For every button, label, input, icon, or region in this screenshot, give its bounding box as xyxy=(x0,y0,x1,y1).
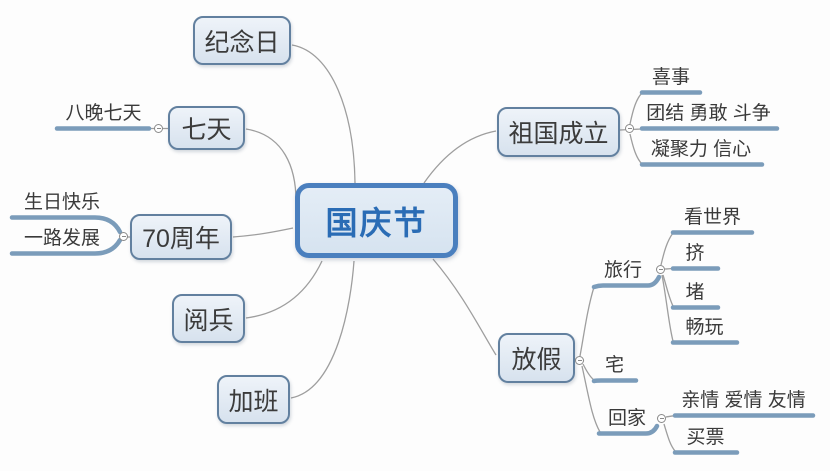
collapse-minus-icon-huijia[interactable] xyxy=(657,414,666,423)
leaf-shengri[interactable]: 生日快乐 xyxy=(23,192,100,213)
minus-glyph xyxy=(156,128,161,129)
branch-zhounian[interactable]: 70周年 xyxy=(130,214,232,260)
collapse-minus-icon-zuguo[interactable] xyxy=(625,124,634,133)
central-topic[interactable]: 国庆节 xyxy=(295,183,458,258)
connector-fangjia-lvxing xyxy=(579,286,595,357)
leaf-underlines xyxy=(9,90,816,455)
leaf-yilu[interactable]: 一路发展 xyxy=(23,228,100,249)
leaf-qinqing[interactable]: 亲情 爱情 友情 xyxy=(681,390,806,411)
leaf-xishi[interactable]: 喜事 xyxy=(651,67,690,88)
underline-zhai xyxy=(591,378,639,384)
connector-lvxing-changwan xyxy=(661,274,674,342)
leaf-du[interactable]: 堵 xyxy=(685,282,705,303)
connector-central-fangjia xyxy=(432,258,497,356)
leaf-kanshijie[interactable]: 看世界 xyxy=(683,207,741,228)
underline-yilu xyxy=(9,237,123,256)
collapse-minus-icon-fangjia[interactable] xyxy=(575,356,584,365)
minus-glyph xyxy=(659,418,664,419)
branch-qitian[interactable]: 七天 xyxy=(168,106,245,150)
branch-fangjia[interactable]: 放假 xyxy=(498,333,575,383)
leaf-tuanjie[interactable]: 团结 勇敢 斗争 xyxy=(646,103,771,124)
minus-glyph xyxy=(577,360,582,361)
connector-central-yuebing xyxy=(245,260,323,319)
branch-jinianri[interactable]: 纪念日 xyxy=(193,16,291,65)
connector-zuguo-ningju xyxy=(629,133,643,165)
leaf-bawan[interactable]: 八晚七天 xyxy=(65,103,142,124)
branch-yuebing[interactable]: 阅兵 xyxy=(172,294,245,343)
underline-lvxing xyxy=(591,274,662,290)
connector-zuguo-xishi xyxy=(629,92,643,125)
leaf-maipiao[interactable]: 买票 xyxy=(686,427,725,448)
minus-glyph xyxy=(627,128,632,129)
connector-huijia-maipiao xyxy=(663,423,676,452)
leaf-huijia[interactable]: 回家 xyxy=(607,408,646,429)
connector-central-zhounian xyxy=(232,227,294,238)
minus-glyph xyxy=(658,269,663,270)
connector-lvxing-kanshijie xyxy=(660,232,674,266)
connector-central-jinianri xyxy=(291,44,356,184)
leaf-ningju[interactable]: 凝聚力 信心 xyxy=(650,139,752,160)
leaf-lvxing[interactable]: 旅行 xyxy=(603,260,642,281)
underline-shengri xyxy=(9,215,123,235)
minus-glyph xyxy=(121,236,126,237)
underline-huijia xyxy=(596,423,660,436)
branch-jiaban[interactable]: 加班 xyxy=(217,375,290,424)
leaf-ji[interactable]: 挤 xyxy=(685,243,705,264)
connector-central-jiaban xyxy=(290,260,355,399)
collapse-minus-icon-lvxing[interactable] xyxy=(656,265,665,274)
connector-central-zuguo xyxy=(423,130,497,184)
leaf-changwan[interactable]: 畅玩 xyxy=(685,317,724,338)
connector-lvxing-du xyxy=(662,274,674,307)
collapse-minus-icon-zhounian[interactable] xyxy=(119,232,128,241)
leaf-zhai[interactable]: 宅 xyxy=(604,355,624,376)
collapse-minus-icon-qitian[interactable] xyxy=(154,124,163,133)
connector-fangjia-huijia xyxy=(581,365,601,433)
connector-central-qitian xyxy=(245,128,297,202)
branch-zuguo[interactable]: 祖国成立 xyxy=(497,107,620,157)
